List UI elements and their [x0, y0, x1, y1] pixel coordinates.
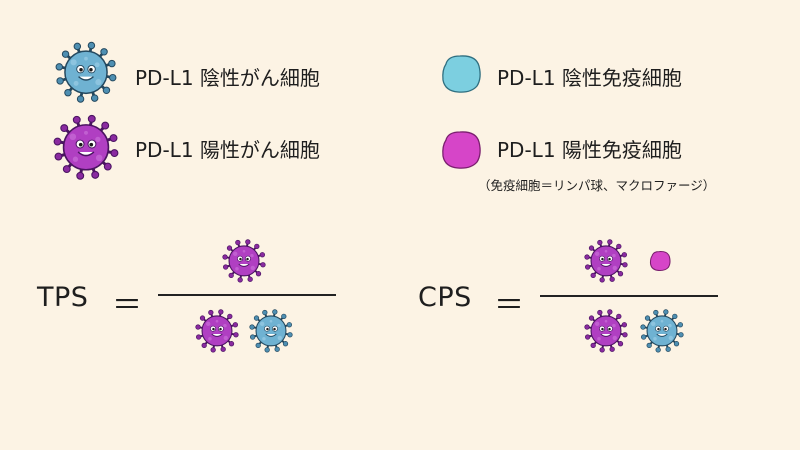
- negative-immune-cell-icon: [440, 54, 482, 94]
- cps-label: CPS: [418, 282, 472, 313]
- tps-denominator-positive-cancer-icon: [195, 308, 239, 353]
- cps-fraction-bar: [540, 295, 718, 297]
- cps-numerator-positive-cancer-icon: [584, 238, 628, 283]
- tps-equals-sign: ＝: [112, 288, 142, 323]
- positive-immune-cell-icon: [440, 130, 482, 170]
- tps-numerator-positive-cancer-icon: [222, 238, 266, 283]
- tps-label: TPS: [37, 282, 89, 313]
- cps-equals-sign: ＝: [494, 288, 524, 323]
- negative-cancer-cell-icon: [55, 40, 117, 103]
- cps-numerator-positive-immune-icon: [649, 250, 671, 272]
- cps-denominator-positive-cancer-icon: [584, 308, 628, 353]
- positive-cancer-cell-icon: [53, 113, 119, 180]
- legend-negative-cancer-label: PD-L1 陰性がん細胞: [135, 66, 320, 90]
- legend-negative-immune-label: PD-L1 陰性免疫細胞: [497, 66, 682, 90]
- tps-fraction-bar: [158, 294, 336, 296]
- legend-positive-immune-label: PD-L1 陽性免疫細胞: [497, 138, 682, 162]
- cps-denominator-negative-cancer-icon: [640, 308, 684, 353]
- immune-cell-note: （免疫細胞＝リンパ球、マクロファージ）: [478, 178, 716, 193]
- tps-denominator-negative-cancer-icon: [249, 308, 293, 353]
- legend-positive-cancer-label: PD-L1 陽性がん細胞: [135, 138, 320, 162]
